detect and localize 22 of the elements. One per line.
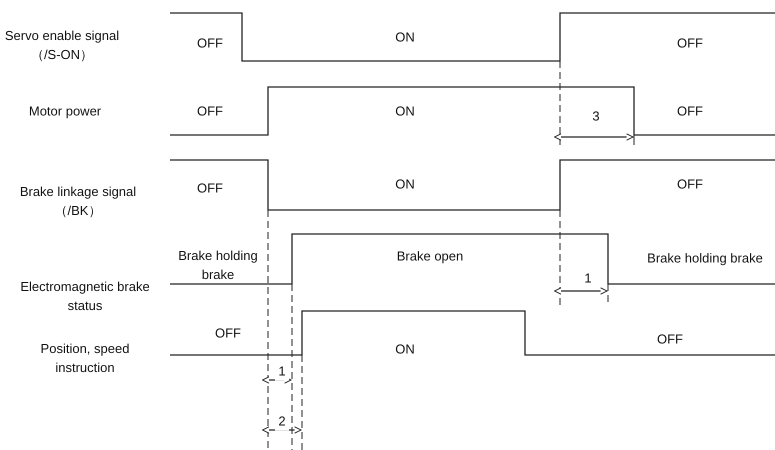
signal-name: Motor power (28, 102, 102, 120)
signal-name: Position, speed instruction (40, 340, 130, 377)
state-label: OFF (676, 102, 704, 120)
state-label: OFF (196, 34, 224, 52)
state-label: ON (394, 340, 416, 358)
state-label: OFF (196, 102, 224, 120)
state-label: Brake holding brake (646, 250, 764, 268)
state-label: OFF (676, 34, 704, 52)
state-label: ON (394, 102, 416, 120)
dimension-value: 3 (591, 108, 601, 126)
state-label: OFF (196, 180, 224, 198)
signal-name: Servo enable signal（/S-ON） (4, 27, 120, 64)
signal-name: Brake linkage signal（/BK） (18, 183, 138, 220)
signal-name: Electromagnetic brake status (20, 278, 150, 315)
state-label: OFF (656, 330, 684, 348)
state-label: Brake holding brake (177, 247, 259, 284)
state-label: OFF (676, 176, 704, 194)
dimension-value: 1 (583, 270, 593, 288)
state-label: OFF (214, 324, 242, 342)
state-label: ON (394, 28, 416, 46)
state-label: ON (394, 176, 416, 194)
state-label: Brake open (396, 248, 464, 266)
